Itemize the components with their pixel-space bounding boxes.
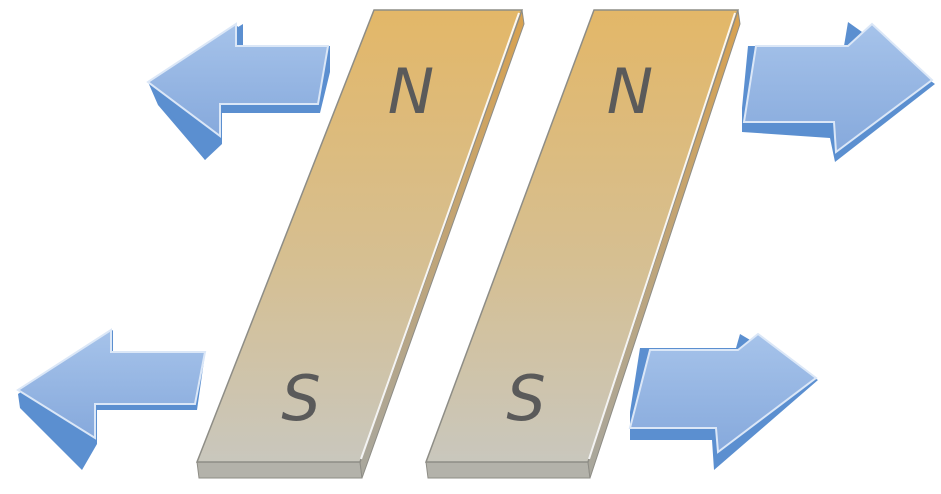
- magnet-right-north-label: N: [607, 55, 653, 128]
- arrow-right-bottom: [628, 332, 818, 470]
- magnet-left-south-label: S: [281, 362, 320, 435]
- arrow-right-top: [742, 22, 935, 162]
- magnet-left-north-label: N: [388, 55, 434, 128]
- magnet-right: N S: [424, 9, 741, 479]
- magnet-right-south-label: S: [506, 362, 545, 435]
- arrow-left-bottom: [16, 328, 207, 470]
- arrow-left-top: [146, 22, 330, 160]
- magnet-left: N S: [195, 9, 525, 479]
